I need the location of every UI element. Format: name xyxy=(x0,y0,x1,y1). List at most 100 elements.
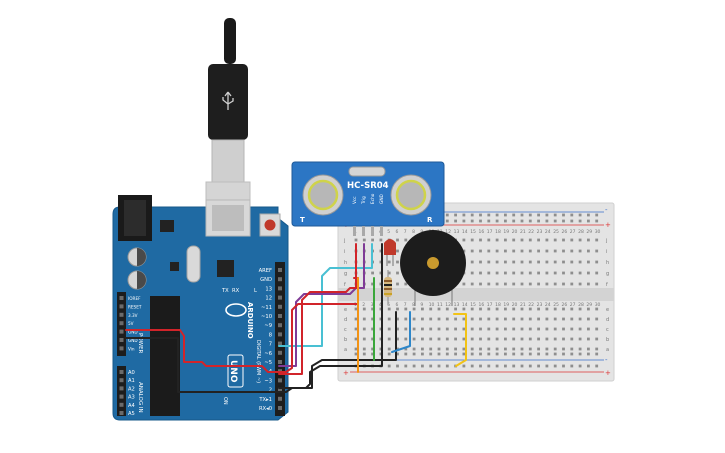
terminal-hole[interactable] xyxy=(371,337,374,341)
terminal-hole[interactable] xyxy=(578,337,582,341)
terminal-hole[interactable] xyxy=(595,347,599,351)
terminal-hole[interactable] xyxy=(437,317,441,321)
rail-hole[interactable] xyxy=(387,364,391,368)
digital-pin-socket[interactable] xyxy=(278,314,282,318)
terminal-hole[interactable] xyxy=(587,249,590,253)
terminal-hole[interactable] xyxy=(595,317,599,321)
terminal-hole[interactable] xyxy=(587,260,590,264)
terminal-hole[interactable] xyxy=(545,327,549,331)
digital-pin-socket[interactable] xyxy=(278,277,282,282)
terminal-hole[interactable] xyxy=(470,271,474,275)
terminal-hole[interactable] xyxy=(404,327,408,331)
terminal-hole[interactable] xyxy=(445,337,449,341)
rail-hole[interactable] xyxy=(553,364,557,368)
terminal-hole[interactable] xyxy=(454,317,457,321)
terminal-hole[interactable] xyxy=(462,238,466,242)
terminal-hole[interactable] xyxy=(537,327,540,331)
terminal-hole[interactable] xyxy=(570,327,574,331)
terminal-hole[interactable] xyxy=(487,337,491,341)
terminal-hole[interactable] xyxy=(520,249,524,253)
terminal-hole[interactable] xyxy=(495,327,499,331)
terminal-hole[interactable] xyxy=(512,271,516,275)
rail-hole[interactable] xyxy=(429,364,433,368)
terminal-hole[interactable] xyxy=(454,327,457,331)
terminal-hole[interactable] xyxy=(454,337,457,341)
terminal-hole[interactable] xyxy=(570,271,574,275)
terminal-hole[interactable] xyxy=(495,317,499,321)
terminal-hole[interactable] xyxy=(504,238,507,242)
terminal-hole[interactable] xyxy=(479,337,482,341)
terminal-hole[interactable] xyxy=(371,238,374,242)
terminal-hole[interactable] xyxy=(578,282,582,286)
terminal-hole[interactable] xyxy=(528,327,532,331)
terminal-hole[interactable] xyxy=(504,271,507,275)
analog-pin-socket[interactable] xyxy=(119,386,124,391)
terminal-hole[interactable] xyxy=(595,282,599,286)
terminal-hole[interactable] xyxy=(578,307,582,311)
rail-hole[interactable] xyxy=(495,352,499,356)
terminal-hole[interactable] xyxy=(562,282,565,286)
terminal-hole[interactable] xyxy=(470,238,474,242)
terminal-hole[interactable] xyxy=(487,282,491,286)
rail-hole[interactable] xyxy=(545,352,549,356)
terminal-hole[interactable] xyxy=(412,327,416,331)
wire-cyan[interactable] xyxy=(278,243,373,347)
wire-black-gnd[interactable] xyxy=(125,243,383,393)
terminal-hole[interactable] xyxy=(387,317,391,321)
terminal-hole[interactable] xyxy=(445,327,449,331)
rail-hole[interactable] xyxy=(528,219,532,223)
rail-hole[interactable] xyxy=(445,364,449,368)
terminal-hole[interactable] xyxy=(362,317,366,321)
terminal-hole[interactable] xyxy=(562,238,565,242)
terminal-hole[interactable] xyxy=(479,347,482,351)
terminal-hole[interactable] xyxy=(495,249,499,253)
terminal-hole[interactable] xyxy=(587,238,590,242)
terminal-hole[interactable] xyxy=(595,271,599,275)
rail-hole[interactable] xyxy=(479,364,482,368)
terminal-hole[interactable] xyxy=(578,347,582,351)
terminal-hole[interactable] xyxy=(479,317,482,321)
terminal-hole[interactable] xyxy=(479,307,482,311)
rail-hole[interactable] xyxy=(495,364,499,368)
terminal-hole[interactable] xyxy=(520,337,524,341)
rail-hole[interactable] xyxy=(553,219,557,223)
rail-hole[interactable] xyxy=(587,364,590,368)
rail-hole[interactable] xyxy=(570,352,574,356)
terminal-hole[interactable] xyxy=(387,307,391,311)
terminal-hole[interactable] xyxy=(387,260,391,264)
power-pin-socket[interactable] xyxy=(119,346,124,351)
rail-hole[interactable] xyxy=(445,213,449,217)
terminal-hole[interactable] xyxy=(545,282,549,286)
wire-red-d5[interactable] xyxy=(278,243,357,375)
terminal-hole[interactable] xyxy=(520,327,524,331)
rail-hole[interactable] xyxy=(570,219,574,223)
terminal-hole[interactable] xyxy=(421,347,424,351)
terminal-hole[interactable] xyxy=(528,249,532,253)
terminal-hole[interactable] xyxy=(429,307,433,311)
rail-hole[interactable] xyxy=(512,213,516,217)
terminal-hole[interactable] xyxy=(379,307,383,311)
power-pin-socket[interactable] xyxy=(119,321,124,326)
terminal-hole[interactable] xyxy=(396,238,399,242)
rail-hole[interactable] xyxy=(545,219,549,223)
terminal-hole[interactable] xyxy=(354,238,358,242)
terminal-hole[interactable] xyxy=(570,238,574,242)
digital-pin-socket[interactable] xyxy=(278,286,282,291)
terminal-hole[interactable] xyxy=(578,260,582,264)
rail-hole[interactable] xyxy=(537,364,540,368)
terminal-hole[interactable] xyxy=(421,337,424,341)
wire-red-5v[interactable] xyxy=(125,277,359,373)
terminal-hole[interactable] xyxy=(379,260,383,264)
rail-hole[interactable] xyxy=(495,219,499,223)
terminal-hole[interactable] xyxy=(396,317,399,321)
rail-hole[interactable] xyxy=(445,219,449,223)
terminal-hole[interactable] xyxy=(487,317,491,321)
terminal-hole[interactable] xyxy=(404,282,408,286)
terminal-hole[interactable] xyxy=(520,260,524,264)
terminal-hole[interactable] xyxy=(520,317,524,321)
terminal-hole[interactable] xyxy=(595,249,599,253)
terminal-hole[interactable] xyxy=(537,238,540,242)
terminal-hole[interactable] xyxy=(354,307,358,311)
terminal-hole[interactable] xyxy=(512,238,516,242)
